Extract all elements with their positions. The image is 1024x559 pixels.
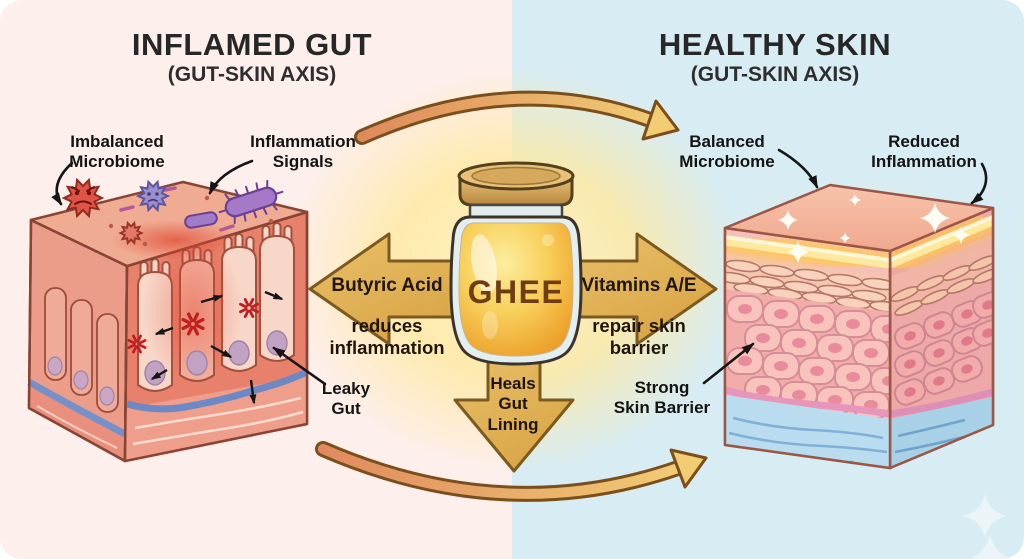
bacteria-capsule (184, 211, 218, 229)
left-subtitle: (GUT-SKIN AXIS) (167, 63, 337, 86)
callout-balanced-microbiome: Balanced Microbiome (679, 132, 775, 172)
vitamins-arrow-label: Vitamins A/E repair skin barrier (563, 256, 715, 377)
bacteria-rod (218, 179, 284, 225)
vitamins-body: repair skin barrier (592, 315, 686, 358)
right-title: HEALTHY SKIN (658, 27, 892, 62)
skin-front-face (723, 226, 892, 470)
jar-lid (457, 161, 575, 207)
heals-gut-lining-label: Heals Gut Lining (487, 374, 539, 434)
squamous-cells (725, 259, 890, 314)
right-subtitle: (GUT-SKIN AXIS) (690, 63, 860, 86)
callout-inflammation-signals: Inflammation Signals (250, 132, 356, 172)
inflamed-gut-illustration (27, 178, 309, 463)
leak-arrows (150, 290, 284, 405)
callout-reduced-inflammation: Reduced Inflammation (871, 132, 977, 172)
butyric-acid-title: Butyric Acid (331, 274, 443, 296)
butyric-acid-arrow-label: Butyric Acid reduces inflammation (312, 256, 462, 377)
callout-connectors (51, 148, 988, 386)
imbalanced-microbes (63, 178, 284, 244)
gut-front-face (123, 210, 309, 463)
skin-top-face (723, 183, 995, 263)
jar-body (449, 215, 583, 366)
jar-neck (468, 203, 564, 219)
ghee-jar-label: GHEE (467, 274, 565, 310)
ghee-jar-illustration (449, 161, 583, 366)
skin-right-face (888, 206, 995, 470)
vitamins-title: Vitamins A/E (581, 274, 697, 296)
bottom-curved-arrow (315, 441, 708, 502)
healthy-skin-illustration (723, 183, 995, 470)
callout-leaky-gut: Leaky Gut (321, 379, 371, 419)
callout-imbalanced-microbiome: Imbalanced Microbiome (69, 132, 165, 172)
callout-strong-skin-barrier: Strong Skin Barrier (613, 378, 711, 418)
corner-sparkles (963, 494, 1011, 559)
left-title: INFLAMED GUT (131, 27, 373, 62)
butyric-acid-body: reduces inflammation (329, 315, 445, 358)
top-curved-arrow (354, 90, 680, 145)
